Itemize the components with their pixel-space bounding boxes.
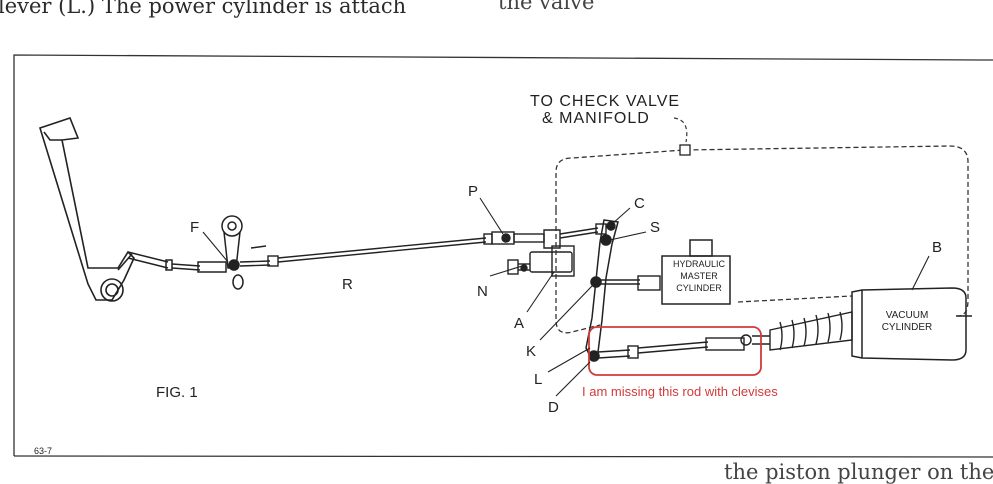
vacuum-line-lower — [555, 210, 601, 334]
label-a: A — [514, 315, 524, 332]
vacuum-cylinder-label-1: VACUUM — [886, 310, 929, 321]
label-b: B — [932, 239, 942, 256]
figure-caption: FIG. 1 — [156, 384, 198, 401]
label-s: S — [650, 219, 660, 236]
pedal-rod — [127, 251, 227, 273]
master-cylinder-label-1: HYDRAULIC — [673, 259, 726, 269]
label-r: R — [342, 276, 353, 293]
label-l: L — [534, 371, 542, 388]
label-c: C — [634, 195, 645, 212]
note-leader — [673, 117, 688, 143]
label-f: F — [190, 219, 199, 236]
vacuum-cylinder-label-2: CYLINDER — [882, 322, 933, 333]
body-text-top-left: lever (L.) The power cylinder is attach — [0, 0, 407, 18]
figure-frame-bottom — [13, 455, 993, 458]
note-text-2: & MANIFOLD — [542, 110, 650, 127]
figure-code: 63-7 — [34, 446, 52, 456]
bell-crank-lever — [585, 219, 619, 362]
master-cylinder-label-3: CYLINDER — [676, 283, 722, 293]
bellows-boot — [752, 311, 853, 351]
control-valve — [491, 229, 575, 277]
leader-lines — [202, 197, 930, 397]
tee-fitting — [679, 144, 691, 156]
annotation-text: I am missing this rod with clevises — [582, 384, 778, 399]
label-n: N — [477, 283, 488, 300]
label-p: P — [468, 183, 478, 200]
master-cylinder-label-2: MASTER — [680, 271, 718, 281]
vacuum-line — [555, 145, 969, 317]
rod-r — [239, 233, 493, 267]
body-text-top-right: the valve — [498, 0, 595, 14]
rod-with-clevises — [597, 334, 752, 359]
vacuum-line-to-cylinder — [737, 295, 853, 303]
label-k: K — [526, 343, 536, 360]
label-d: D — [548, 399, 559, 416]
relay-lever-f — [221, 215, 267, 290]
hydraulic-master-cylinder — [661, 239, 731, 305]
brake-pedal — [39, 117, 135, 302]
highlight-box — [588, 326, 762, 376]
master-cylinder-rod — [600, 275, 661, 291]
note-text-1: TO CHECK VALVE — [530, 93, 680, 110]
vacuum-cylinder — [851, 287, 972, 361]
upper-rod — [559, 221, 616, 239]
figure-frame — [13, 54, 993, 456]
